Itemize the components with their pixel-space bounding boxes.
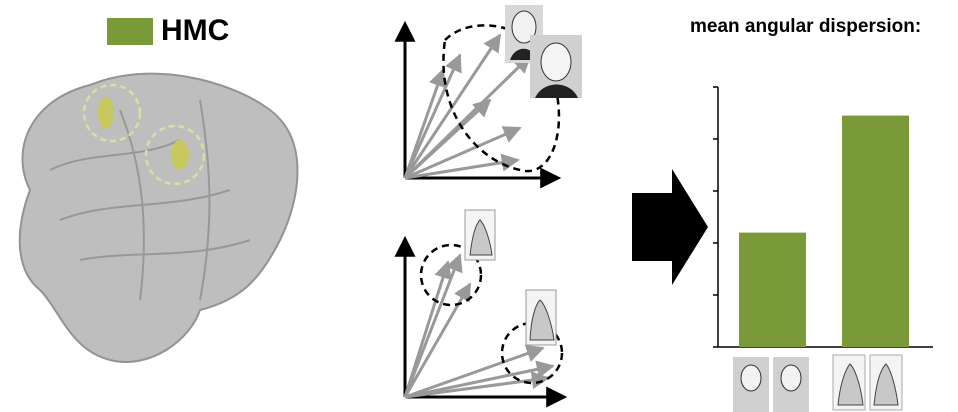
hands-vector-plot (394, 209, 568, 408)
region-blob-1 (98, 97, 114, 129)
face-photo (530, 35, 582, 98)
faces-vector-plot (394, 5, 582, 189)
big-right-arrow (632, 169, 708, 285)
vector-arrow (403, 54, 532, 180)
bar-hands (842, 115, 909, 347)
vector-arrow (404, 371, 550, 399)
hands-dispersion-circle-1 (419, 243, 483, 307)
vector-arrow (403, 68, 447, 179)
legend-swatch (107, 17, 153, 45)
legend-label: HMC (161, 14, 230, 47)
brain-folds (49, 99, 251, 301)
faces-dispersion-outline (442, 24, 561, 173)
x-label-faces-images (733, 357, 809, 412)
region-circle-1 (82, 83, 142, 143)
vector-arrow (403, 53, 462, 179)
legend: HMC (107, 14, 229, 48)
chart-title: mean angular dispersion: (690, 16, 922, 37)
hand-photo (464, 209, 496, 261)
brain-image (18, 72, 299, 363)
x-label-hands-images (832, 354, 903, 411)
vector-arrow (404, 360, 555, 399)
region-circle-2 (144, 124, 206, 186)
bar-chart (713, 86, 933, 412)
vector-arrow (404, 344, 545, 399)
vector-arrow (403, 260, 452, 398)
region-blob-2 (171, 140, 189, 170)
vector-arrow (404, 126, 522, 180)
bar-faces (739, 232, 806, 347)
vector-arrow (404, 153, 520, 180)
hand-photo (525, 289, 557, 346)
hands-dispersion-circle-2 (500, 321, 564, 385)
brain-outline (18, 72, 299, 363)
